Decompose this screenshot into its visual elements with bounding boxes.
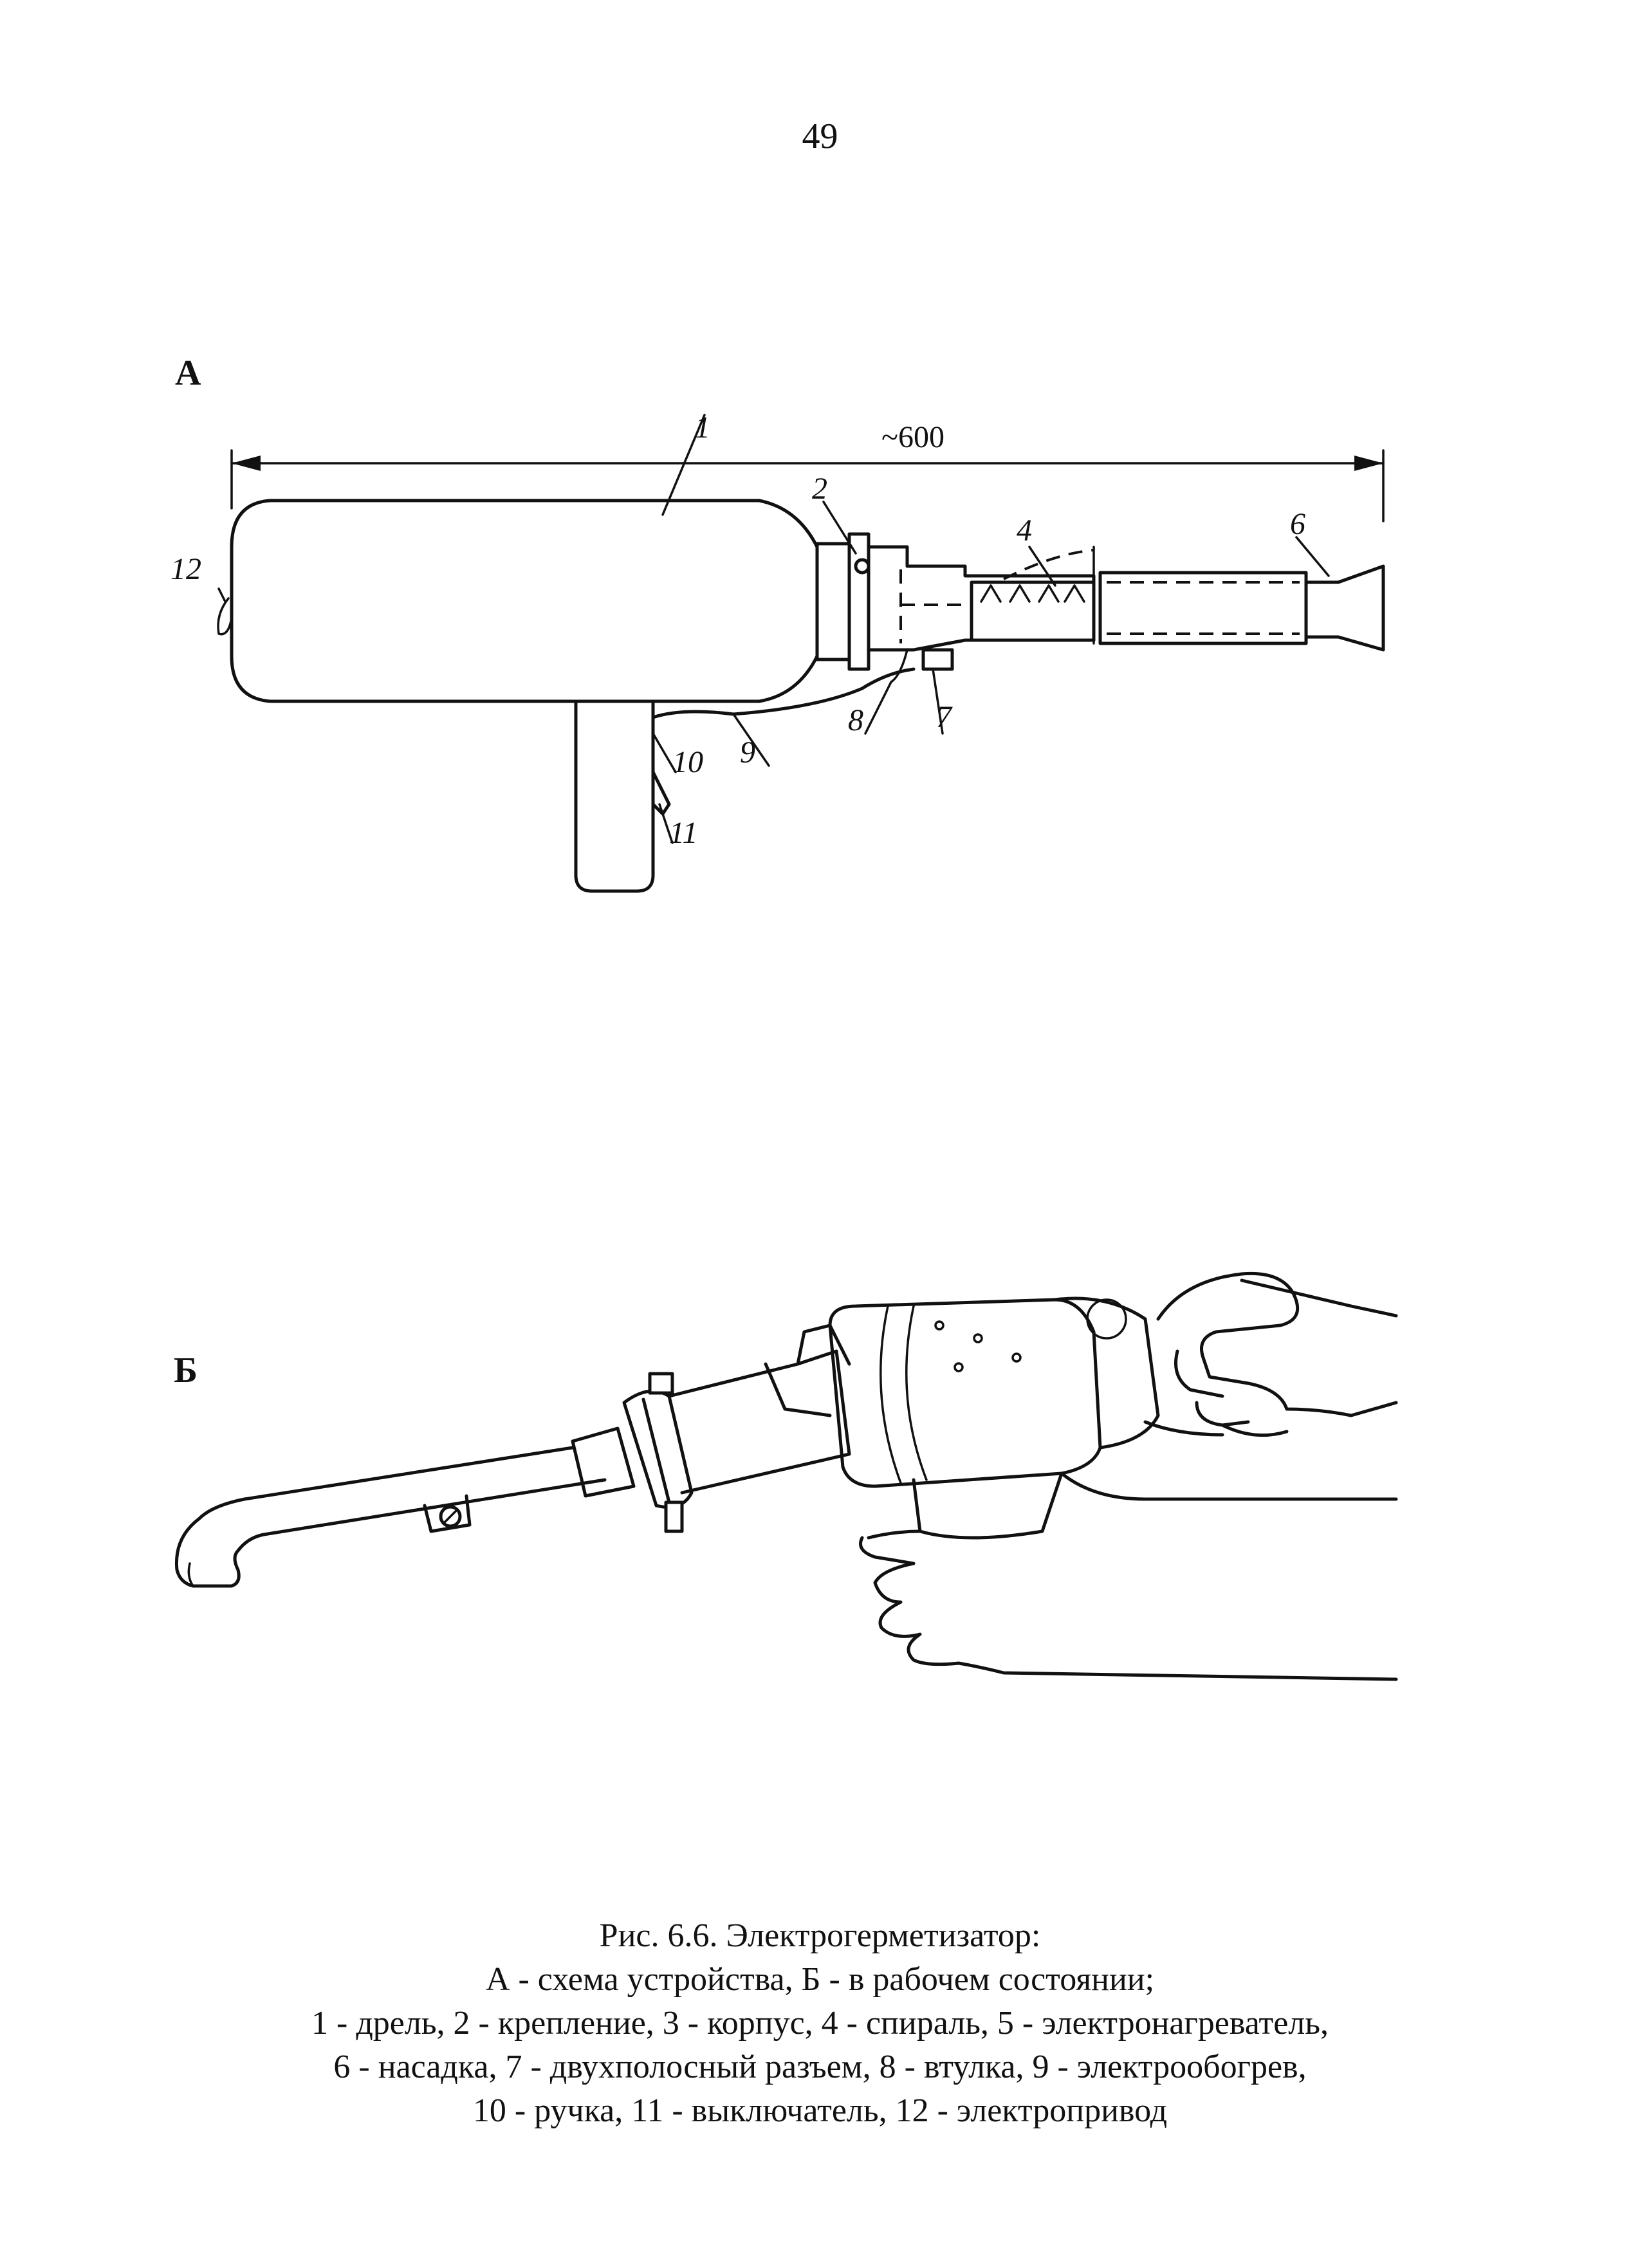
heating-cable xyxy=(651,667,916,719)
left-hand xyxy=(859,1536,1398,1681)
rod-bracket xyxy=(423,1494,472,1533)
mount-collar xyxy=(815,542,851,661)
callout-1: 1 xyxy=(695,410,710,445)
drill-handle xyxy=(574,699,655,893)
callout-4: 4 xyxy=(1017,513,1032,548)
trigger-switch xyxy=(651,770,671,816)
leader-lines xyxy=(217,414,1330,844)
callout-7: 7 xyxy=(936,700,953,734)
caption-line-2: А - схема устройства, Б - в рабочем сост… xyxy=(485,1961,1155,1998)
hook-rod xyxy=(174,1446,607,1588)
dimension-line: ~600 xyxy=(230,420,1385,522)
caption-line-1: Рис. 6.6. Электрогерметизатор: xyxy=(599,1917,1041,1954)
callout-12: 12 xyxy=(170,552,201,586)
panel-b-label: Б xyxy=(174,1351,198,1390)
callout-2: 2 xyxy=(812,472,827,506)
connector xyxy=(921,648,954,671)
collar-bottom-screw xyxy=(664,1500,684,1533)
right-hand xyxy=(1156,1271,1398,1417)
drive-cable xyxy=(217,597,233,636)
dimension-label: ~600 xyxy=(881,420,944,454)
drill-body xyxy=(230,499,819,703)
panel-a-label: А xyxy=(175,353,201,393)
callout-10: 10 xyxy=(672,745,703,779)
caption-line-4: 6 - насадка, 7 - двухполосный разъем, 8 … xyxy=(333,2049,1307,2085)
callout-6: 6 xyxy=(1290,507,1305,541)
callout-9: 9 xyxy=(740,735,755,770)
caption-line-3: 1 - дрель, 2 - крепление, 3 - корпус, 4 … xyxy=(311,2005,1329,2042)
callout-11: 11 xyxy=(669,816,697,850)
housing-b xyxy=(667,1349,851,1495)
heater-sleeve xyxy=(1098,571,1308,645)
page-number: 49 xyxy=(802,116,838,156)
collar-top-screw xyxy=(648,1372,674,1395)
caption-line-5: 10 - ручка, 11 - выключатель, 12 - элект… xyxy=(472,2092,1168,2129)
callout-8: 8 xyxy=(848,703,863,737)
collar-ring xyxy=(622,1389,694,1509)
bracket-screw xyxy=(439,1505,462,1528)
figure-caption: Рис. 6.6. Электрогерметизатор: А - схема… xyxy=(129,1914,1511,2133)
nozzle xyxy=(1304,564,1385,652)
spiral-coil xyxy=(980,584,1085,603)
spiral-tube xyxy=(970,580,1096,642)
drill-body-b xyxy=(828,1298,1102,1488)
drill-knob xyxy=(1086,1298,1127,1340)
mount-flange xyxy=(847,532,871,671)
